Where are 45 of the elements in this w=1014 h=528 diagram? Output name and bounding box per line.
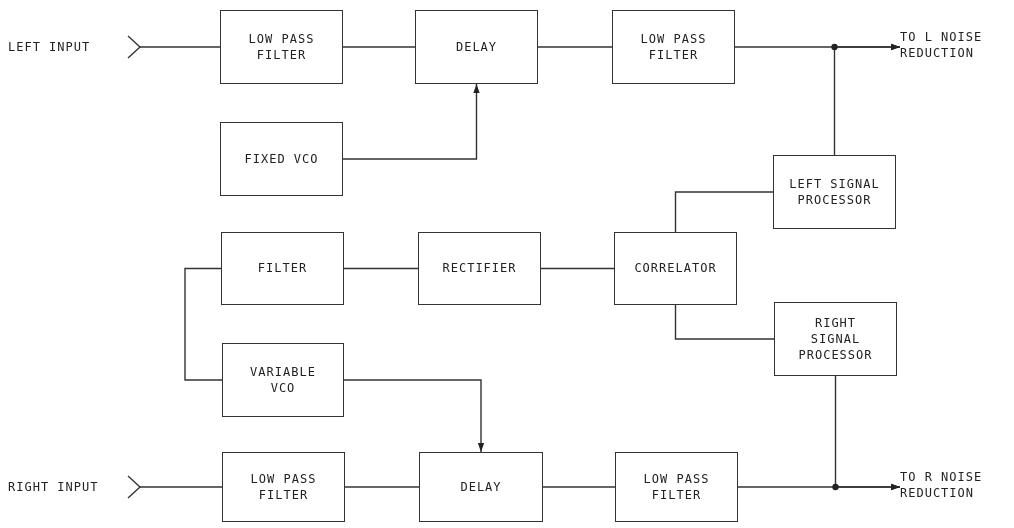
process-box <box>220 122 343 196</box>
arrow <box>127 35 221 59</box>
input-label: RIGHT INPUT <box>8 478 99 496</box>
block-label: RECTIFIER <box>442 260 517 277</box>
process-box <box>773 155 896 229</box>
process-box <box>612 10 735 84</box>
block-label: CORRELATOR <box>634 260 717 277</box>
process-box <box>774 302 897 376</box>
block-label: VARIABLE VCO <box>249 363 317 397</box>
block-label: RIGHT SIGNAL PROCESSOR <box>797 314 874 364</box>
block-label: FIXED VCO <box>244 150 319 168</box>
connector-line <box>342 46 416 48</box>
process-box <box>221 232 344 305</box>
connector-line <box>184 267 223 381</box>
process-box <box>220 10 343 84</box>
arrow <box>342 83 480 160</box>
process-box <box>615 452 738 522</box>
arrow <box>343 379 485 453</box>
connector-line <box>674 191 774 233</box>
block-label: DELAY <box>455 38 498 56</box>
block-label: LOW PASS FILTER <box>642 470 711 504</box>
arrow <box>127 475 223 499</box>
arrow <box>833 43 901 156</box>
process-box <box>419 452 543 522</box>
process-box <box>614 232 737 305</box>
process-box <box>222 343 344 417</box>
process-box <box>415 10 538 84</box>
arrow <box>834 375 901 491</box>
process-box <box>222 452 345 522</box>
output-label: TO L NOISE REDUCTION <box>900 29 984 62</box>
process-box <box>418 232 541 305</box>
input-label: LEFT INPUT <box>8 38 91 56</box>
connector-line <box>537 46 613 48</box>
connector-line <box>674 304 775 340</box>
block-label: LOW PASS FILTER <box>247 30 316 64</box>
connector-line <box>540 267 615 270</box>
connector-line <box>542 486 616 488</box>
block-label: LOW PASS FILTER <box>639 30 708 64</box>
block-label: DELAY <box>460 478 502 496</box>
block-label: LOW PASS FILTER <box>249 470 318 504</box>
block-label: LEFT SIGNAL PROCESSOR <box>788 175 881 209</box>
block-label: FILTER <box>257 260 308 277</box>
output-label: TO R NOISE REDUCTION <box>900 469 984 502</box>
connector-line <box>344 486 420 488</box>
connector-line <box>343 267 419 270</box>
